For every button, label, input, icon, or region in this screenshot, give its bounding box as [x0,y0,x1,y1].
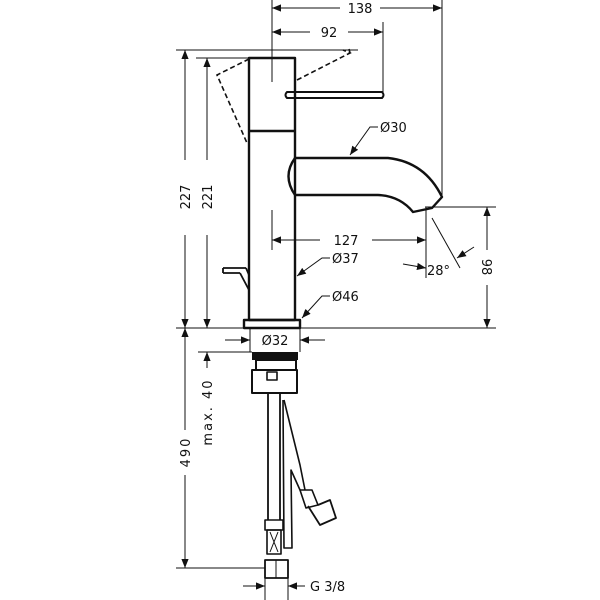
mounting-nut [251,352,298,394]
dim-max-deck-thickness: max. 40 [201,378,216,445]
dim-mounting-diameter: Ø32 [262,334,289,349]
dim-spout-angle: 28° [427,264,450,279]
dim-spout-diameter: Ø30 [380,121,407,136]
dim-base-diameter: Ø46 [332,290,359,305]
lever-swing-dashed [215,48,352,144]
lever-handle [284,91,385,99]
dim-lever-reach: 92 [321,26,338,41]
dimension-lines [176,0,496,600]
dim-overall-reach: 138 [348,2,373,17]
dim-total-height: 227 [179,185,194,210]
dim-connection-thread: G 3/8 [310,580,345,595]
dim-outlet-height: 98 [478,259,493,276]
dim-hose-length: 490 [179,437,194,468]
popup-rod [222,267,250,291]
dim-body-height: 221 [201,185,216,210]
dim-body-diameter: Ø37 [332,252,359,267]
supply-hoses [264,393,337,579]
dim-spout-projection: 127 [334,234,359,249]
spout [287,156,444,214]
